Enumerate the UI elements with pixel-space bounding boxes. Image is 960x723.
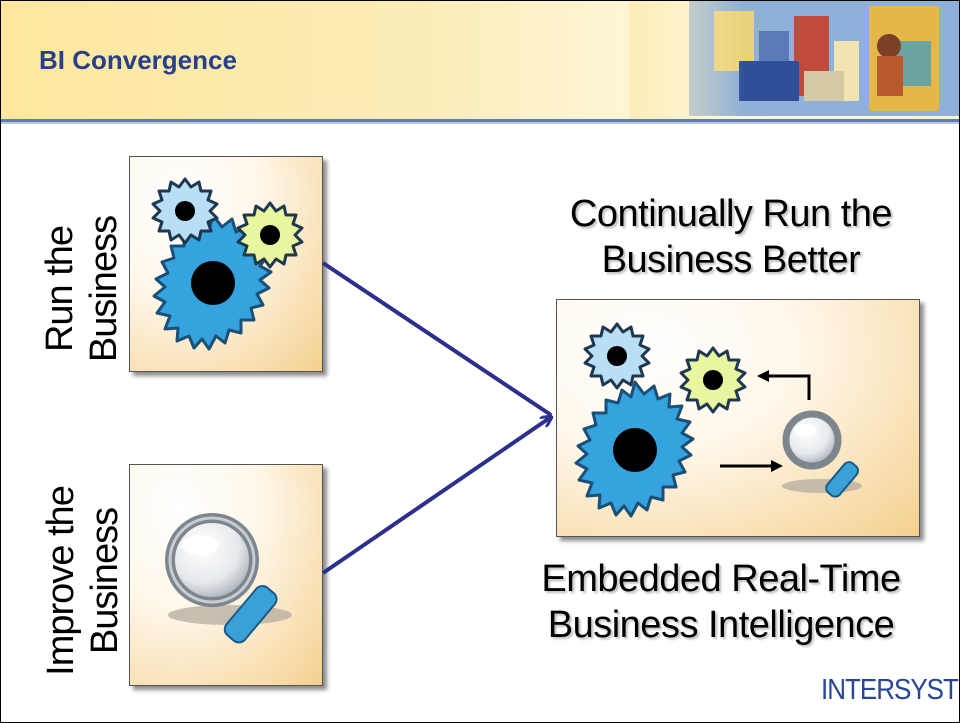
magnifier-icon <box>165 513 292 644</box>
gears-and-magnifier-icon <box>574 322 862 518</box>
result-caption-bottom: Embedded Real-Time Business Intelligence <box>471 556 959 648</box>
intersystems-logo: INTERSYSTEMS <box>821 672 959 706</box>
cycle-arrow-icon <box>720 370 811 472</box>
caption-line: Embedded Real-Time <box>541 558 901 600</box>
caption-line: Continually Run the <box>569 193 893 235</box>
arrow-improve-to-result <box>321 417 551 575</box>
header-bar: BI Convergence <box>1 1 959 122</box>
panel-improve-the-business <box>129 464 323 686</box>
panel-result <box>556 299 920 537</box>
panel-run-the-business <box>129 156 323 372</box>
slide-title: BI Convergence <box>39 45 237 75</box>
caption-line: Business Intelligence <box>547 604 895 646</box>
header-illustration <box>629 1 959 119</box>
gears-icon <box>151 177 304 351</box>
result-caption-top: Continually Run the Business Better <box>501 191 959 283</box>
caption-line: Business Better <box>601 239 861 281</box>
arrow-run-to-result <box>321 261 553 417</box>
